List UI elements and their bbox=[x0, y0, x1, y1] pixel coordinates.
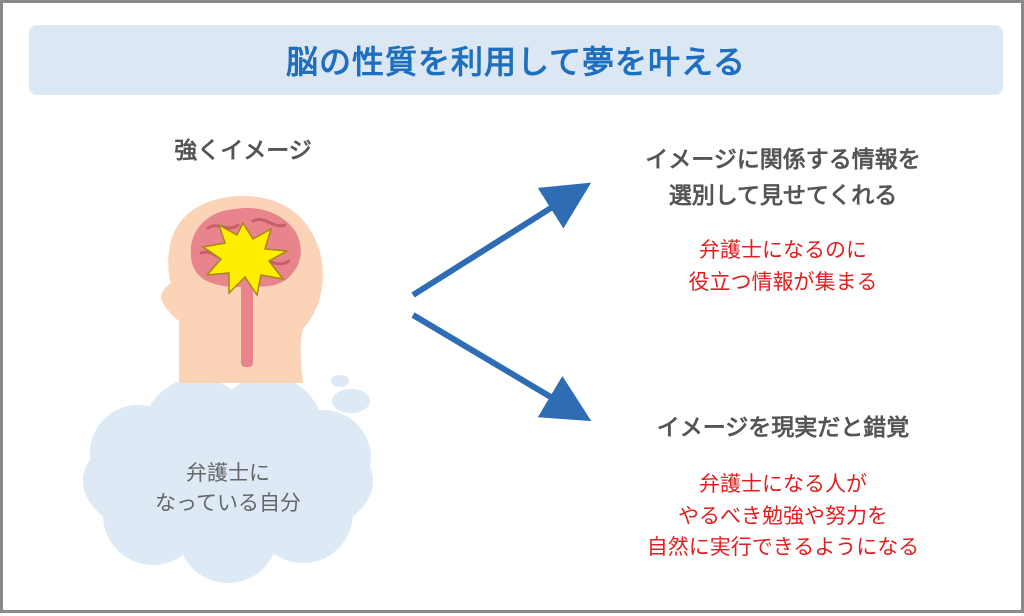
burst-spark-icon bbox=[201, 221, 290, 297]
thought-line: 弁護士に bbox=[186, 461, 270, 485]
page-title: 脳の性質を利用して夢を叶える bbox=[285, 43, 747, 81]
illustration-layer bbox=[83, 182, 592, 583]
left-heading: 強くイメージ bbox=[174, 138, 312, 164]
outcome-body-line: 弁護士になるのに bbox=[699, 238, 867, 262]
title-banner: 脳の性質を利用して夢を叶える bbox=[29, 25, 1003, 95]
outcome-1-title: イメージに関係する情報を 選別して見せてくれる bbox=[593, 143, 973, 214]
thought-text: 弁護士に なっている自分 bbox=[123, 458, 333, 519]
outcome-2-title: イメージを現実だと錯覚 bbox=[593, 411, 973, 447]
outcome-body-line: やるべき勉強や努力を bbox=[678, 503, 888, 528]
outcome-title-line: 選別して見せてくれる bbox=[668, 182, 898, 209]
outcome-body-line: 自然に実行できるようになる bbox=[646, 535, 920, 559]
outcome-title-line: イメージに関係する情報を bbox=[645, 147, 921, 173]
arrow-right-icon bbox=[411, 182, 592, 422]
outcome-title-line: イメージを現実だと錯覚 bbox=[656, 415, 910, 441]
outcome-body-line: 役立つ情報が集まる bbox=[688, 269, 878, 294]
thought-cloud-icon bbox=[83, 375, 373, 583]
outcome-2-body: 弁護士になる人が やるべき勉強や努力を 自然に実行できるようになる bbox=[593, 469, 973, 564]
human-head-with-brain-icon bbox=[160, 196, 323, 383]
outcome-body-line: 弁護士になる人が bbox=[699, 472, 867, 496]
thought-line: なっている自分 bbox=[155, 491, 301, 516]
outcome-1-body: 弁護士になるのに 役立つ情報が集まる bbox=[593, 235, 973, 298]
